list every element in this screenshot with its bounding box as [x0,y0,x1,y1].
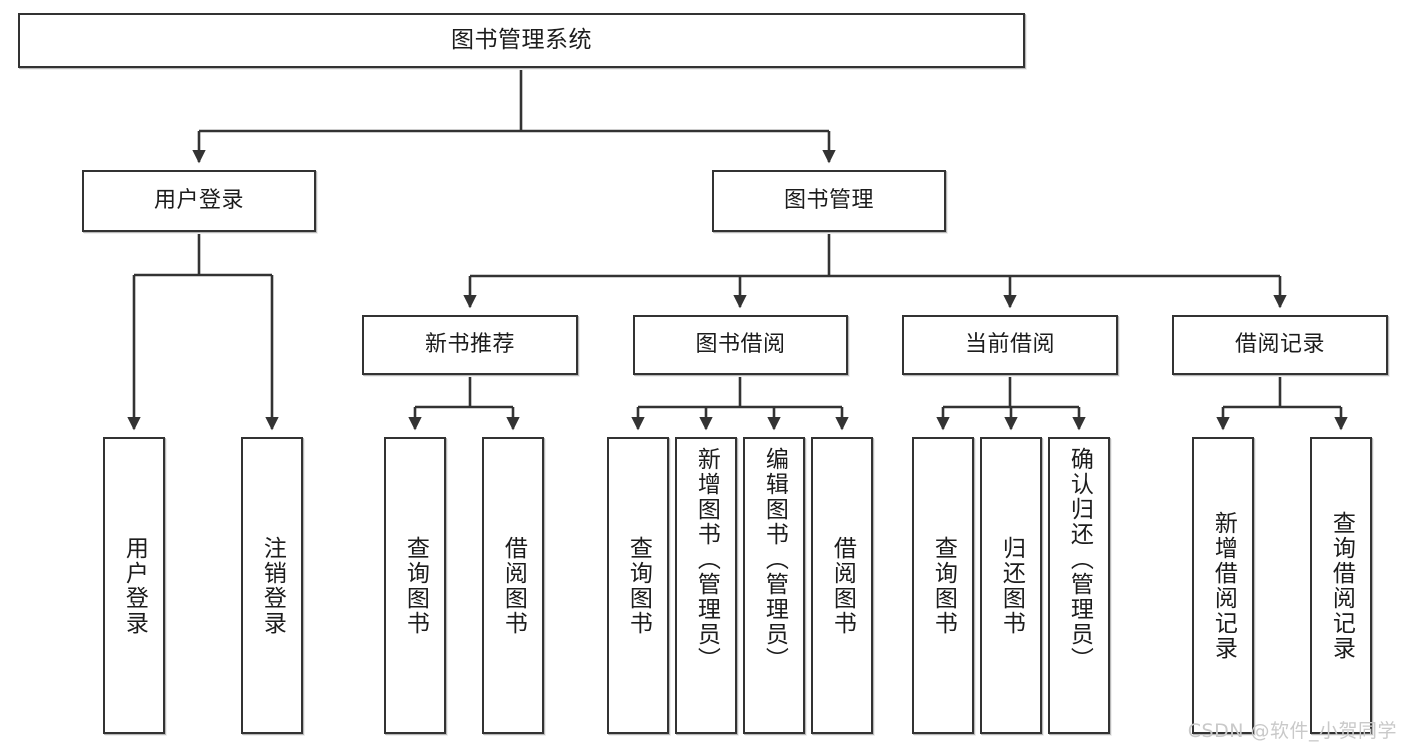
node-label: 查询借阅记录 [1328,510,1355,661]
node-root-book-management-system[interactable]: 图书管理系统 [18,13,1025,68]
node-label: 当前借阅 [964,332,1055,358]
node-label: 确认归还（管理员） [1066,447,1093,672]
node-label: 编辑图书（管理员） [761,447,788,672]
node-leaf-return-book[interactable]: 归还图书 [980,437,1042,734]
node-label: 借阅记录 [1234,332,1325,358]
node-label: 用户登录 [121,535,148,636]
node-new-book-recommend[interactable]: 新书推荐 [362,315,578,375]
node-leaf-query-book-current[interactable]: 查询图书 [912,437,974,734]
node-borrow-record[interactable]: 借阅记录 [1172,315,1388,375]
node-label: 查询图书 [402,535,429,636]
node-label: 借阅图书 [500,535,527,636]
node-label: 新增图书（管理员） [693,447,720,672]
node-label: 归还图书 [998,535,1025,636]
node-current-borrow[interactable]: 当前借阅 [902,315,1118,375]
node-label: 图书管理系统 [451,27,592,54]
node-label: 图书管理 [783,188,874,214]
node-leaf-user-login[interactable]: 用户登录 [103,437,165,734]
node-leaf-borrow-book-new[interactable]: 借阅图书 [482,437,544,734]
node-leaf-logout-login[interactable]: 注销登录 [241,437,303,734]
node-leaf-edit-book[interactable]: 编辑图书（管理员） [743,437,805,734]
node-leaf-confirm-return[interactable]: 确认归还（管理员） [1048,437,1110,734]
node-label: 借阅图书 [829,535,856,636]
node-leaf-add-borrow-record[interactable]: 新增借阅记录 [1192,437,1254,734]
node-user-login[interactable]: 用户登录 [82,170,316,232]
node-leaf-add-book[interactable]: 新增图书（管理员） [675,437,737,734]
node-label: 查询图书 [625,535,652,636]
node-book-management[interactable]: 图书管理 [712,170,946,232]
node-label: 新增借阅记录 [1210,510,1237,661]
node-label: 用户登录 [153,188,244,214]
watermark-text: CSDN @软件_小贺同学 [1187,720,1397,742]
node-label: 注销登录 [259,535,286,636]
node-leaf-query-book-borrow[interactable]: 查询图书 [607,437,669,734]
node-label: 查询图书 [930,535,957,636]
node-label: 新书推荐 [424,332,515,358]
node-leaf-borrow-book[interactable]: 借阅图书 [811,437,873,734]
node-leaf-query-book-new[interactable]: 查询图书 [384,437,446,734]
node-leaf-query-borrow-record[interactable]: 查询借阅记录 [1310,437,1372,734]
node-label: 图书借阅 [695,332,786,358]
node-book-borrow[interactable]: 图书借阅 [633,315,848,375]
